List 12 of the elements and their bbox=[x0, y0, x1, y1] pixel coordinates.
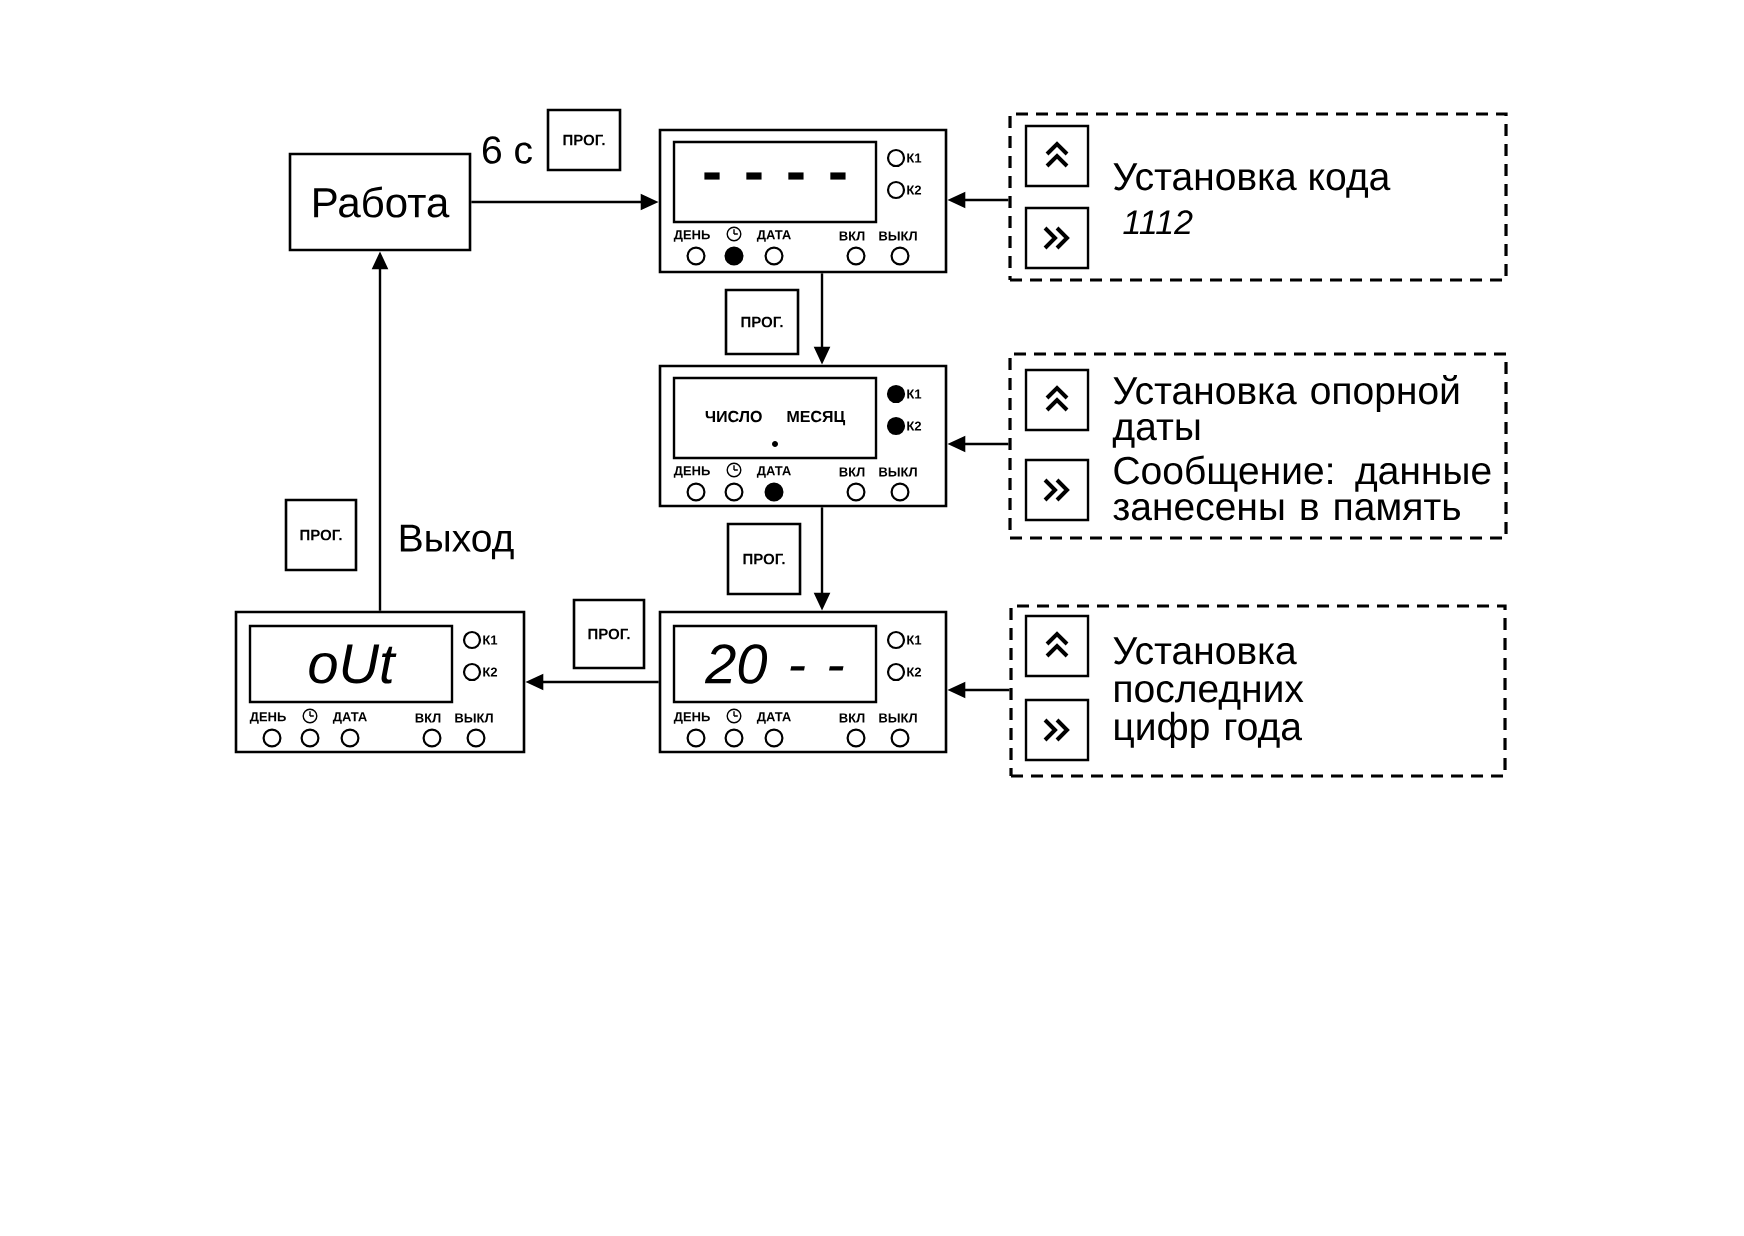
display-screen: ЧИСЛО МЕСЯЦ bbox=[672, 376, 878, 460]
display-screen: 20 - - bbox=[672, 624, 878, 704]
instruction-text: Сообщение: данные занесены в память bbox=[1113, 455, 1491, 521]
code-digits: 1112 bbox=[1123, 210, 1193, 234]
process-box: Работа bbox=[288, 152, 472, 252]
instruction-text: Установка последних цифр года bbox=[1113, 637, 1304, 749]
edge-label: Выход bbox=[395, 522, 517, 562]
instruction-text: Установка опорной даты bbox=[1112, 375, 1459, 448]
edge-label: 6 с bbox=[479, 134, 535, 166]
instruction-text: Установка кода bbox=[1113, 163, 1391, 198]
display-screen: oUt bbox=[248, 624, 454, 704]
display-screen: - - - - bbox=[672, 140, 878, 224]
